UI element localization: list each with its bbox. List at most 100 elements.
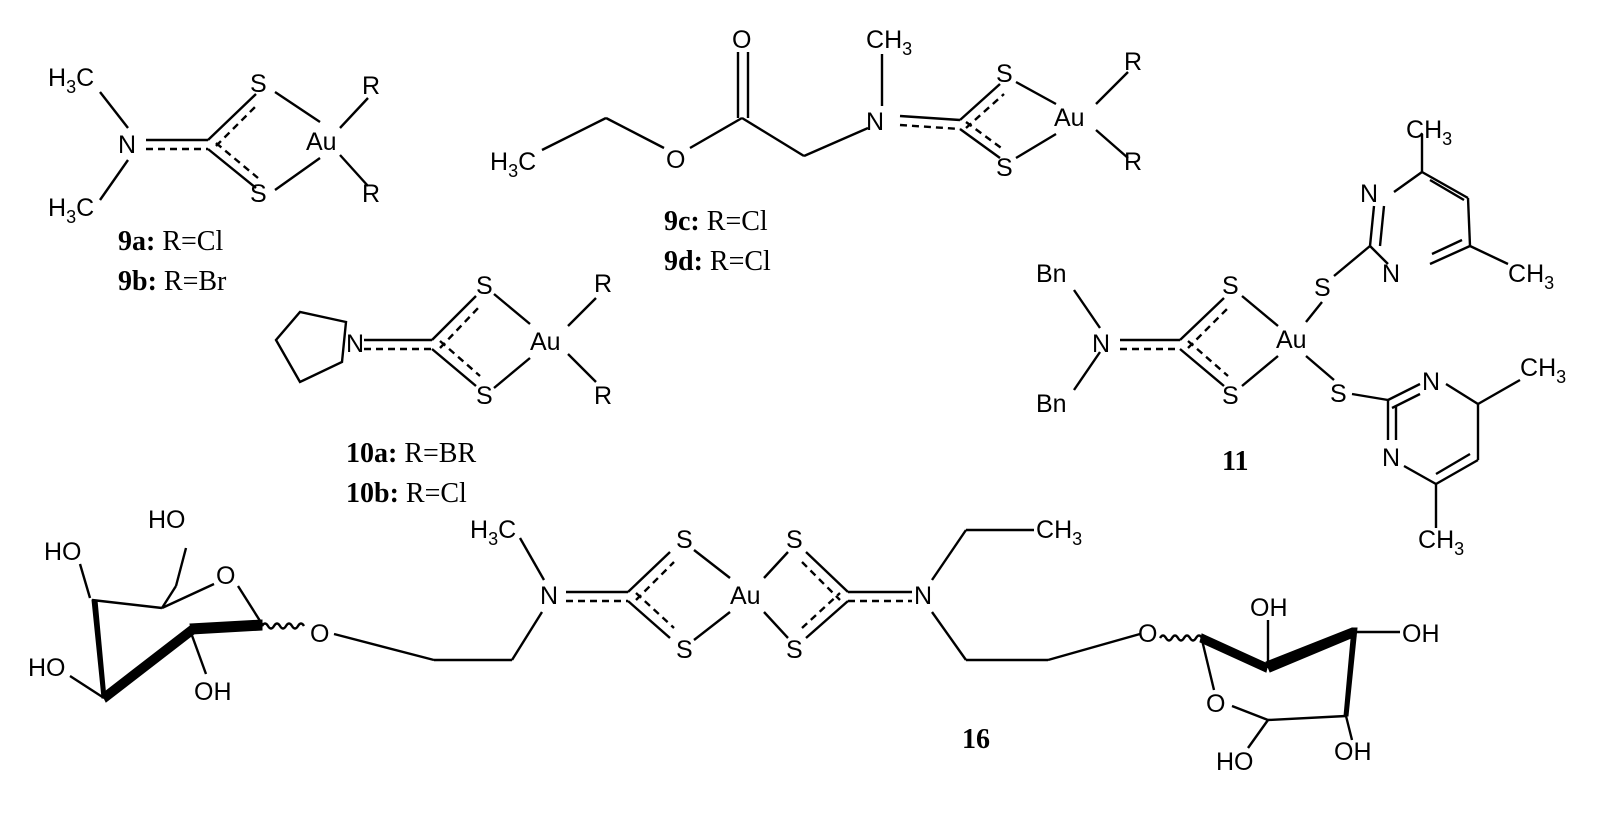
structure-10a-10b: N S S Au R R 10a: R=BR 10b: R=Cl bbox=[274, 270, 612, 509]
bond bbox=[605, 116, 665, 150]
hydroxyl-label: HO bbox=[148, 506, 186, 534]
bond bbox=[931, 611, 967, 661]
bond bbox=[69, 674, 105, 700]
hydroxyl-label: HO bbox=[1216, 748, 1254, 776]
bond bbox=[693, 549, 731, 579]
bond bbox=[1403, 464, 1437, 486]
sulfur-label: S bbox=[1314, 274, 1331, 302]
sulfur-label: S bbox=[1222, 382, 1239, 410]
bond bbox=[1445, 382, 1479, 406]
bond bbox=[1435, 452, 1471, 476]
hydroxyl-label: HO bbox=[28, 654, 66, 682]
bond bbox=[931, 529, 967, 581]
bond bbox=[899, 114, 961, 122]
bond bbox=[1333, 245, 1371, 277]
nitrogen-label: N bbox=[346, 330, 364, 358]
bond bbox=[803, 126, 869, 158]
bond bbox=[1378, 205, 1386, 247]
wavy-bond bbox=[260, 622, 306, 630]
bond bbox=[965, 121, 1005, 151]
bond bbox=[174, 547, 188, 587]
structure-11: Bn Bn N S S Au S S N N CH3 CH3 N N CH3 C… bbox=[1036, 116, 1566, 559]
bond bbox=[1466, 197, 1472, 247]
r-group-label: R bbox=[594, 382, 612, 410]
bond bbox=[689, 116, 743, 150]
oxygen-label: O bbox=[310, 620, 329, 648]
sulfur-label: S bbox=[786, 526, 803, 554]
bond bbox=[899, 123, 961, 131]
bond bbox=[339, 154, 369, 187]
oxygen-label: O bbox=[666, 146, 685, 174]
oxygen-label: O bbox=[216, 562, 235, 590]
methyl-label: CH3 bbox=[1508, 260, 1554, 293]
bond bbox=[493, 293, 531, 325]
bond bbox=[99, 159, 129, 201]
bond bbox=[1015, 80, 1057, 106]
bond bbox=[274, 91, 321, 123]
bond bbox=[693, 611, 731, 641]
bond bbox=[215, 142, 259, 179]
hydroxyl-label: OH bbox=[1250, 594, 1288, 622]
caption-9a: 9a: R=Cl bbox=[118, 226, 223, 257]
wedge-bond bbox=[101, 625, 195, 703]
bond bbox=[1368, 205, 1376, 247]
nitrogen-label: N bbox=[1360, 180, 1378, 208]
nitrogen-label: N bbox=[118, 131, 136, 159]
methyl-label: CH3 bbox=[1036, 516, 1082, 549]
bond bbox=[1187, 340, 1229, 377]
sulfur-label: S bbox=[676, 636, 693, 664]
bond bbox=[493, 357, 531, 389]
caption-9d: 9d: R=Cl bbox=[664, 246, 771, 277]
nitrogen-label: N bbox=[1092, 330, 1110, 358]
bond bbox=[1435, 458, 1479, 486]
nitrogen-label: N bbox=[1422, 368, 1440, 396]
bond bbox=[1344, 715, 1354, 741]
methyl-label: H3C bbox=[470, 516, 516, 549]
bond bbox=[741, 116, 805, 158]
sulfur-label: S bbox=[250, 70, 267, 98]
gold-label: Au bbox=[730, 582, 761, 610]
bond bbox=[215, 103, 259, 147]
bond bbox=[627, 600, 671, 639]
caption-10a: 10a: R=BR bbox=[346, 438, 476, 469]
bond bbox=[1073, 289, 1101, 329]
benzyl-label: Bn bbox=[1036, 390, 1067, 418]
wedge-bond bbox=[1343, 627, 1358, 717]
bond bbox=[965, 93, 1005, 129]
bond bbox=[274, 157, 321, 191]
methyl-label: H3C bbox=[490, 148, 536, 181]
nitrogen-label: N bbox=[540, 582, 558, 610]
bond bbox=[1179, 297, 1225, 341]
gold-label: Au bbox=[1054, 104, 1085, 132]
bond bbox=[1241, 295, 1279, 327]
bond bbox=[1095, 129, 1129, 159]
wedge-bond bbox=[189, 619, 263, 635]
oxygen-label: O bbox=[732, 26, 751, 54]
sulfur-label: S bbox=[1330, 380, 1347, 408]
methyl-label: H3C bbox=[48, 194, 94, 227]
bond bbox=[1095, 71, 1129, 105]
bond bbox=[161, 582, 215, 610]
bond bbox=[236, 585, 264, 625]
caption-11: 11 bbox=[1222, 446, 1248, 477]
methyl-label: CH3 bbox=[1418, 526, 1464, 559]
nitrogen-label: N bbox=[914, 582, 932, 610]
bond bbox=[518, 537, 546, 581]
bond bbox=[1247, 719, 1269, 749]
nitrogen-label: N bbox=[1382, 444, 1400, 472]
bond bbox=[99, 91, 129, 129]
hydroxyl-label: HO bbox=[44, 538, 82, 566]
bond bbox=[1431, 238, 1463, 256]
r-group-label: R bbox=[362, 180, 380, 208]
bond bbox=[1391, 392, 1421, 410]
caption-16: 16 bbox=[962, 724, 990, 755]
bond bbox=[805, 600, 849, 639]
bond bbox=[1267, 714, 1347, 722]
bond bbox=[439, 305, 481, 349]
wavy-bond bbox=[1158, 634, 1204, 642]
bond bbox=[1421, 170, 1469, 200]
bond bbox=[333, 632, 435, 662]
hydroxyl-label: OH bbox=[194, 678, 232, 706]
gold-label: Au bbox=[530, 328, 561, 356]
bond bbox=[1241, 355, 1279, 387]
